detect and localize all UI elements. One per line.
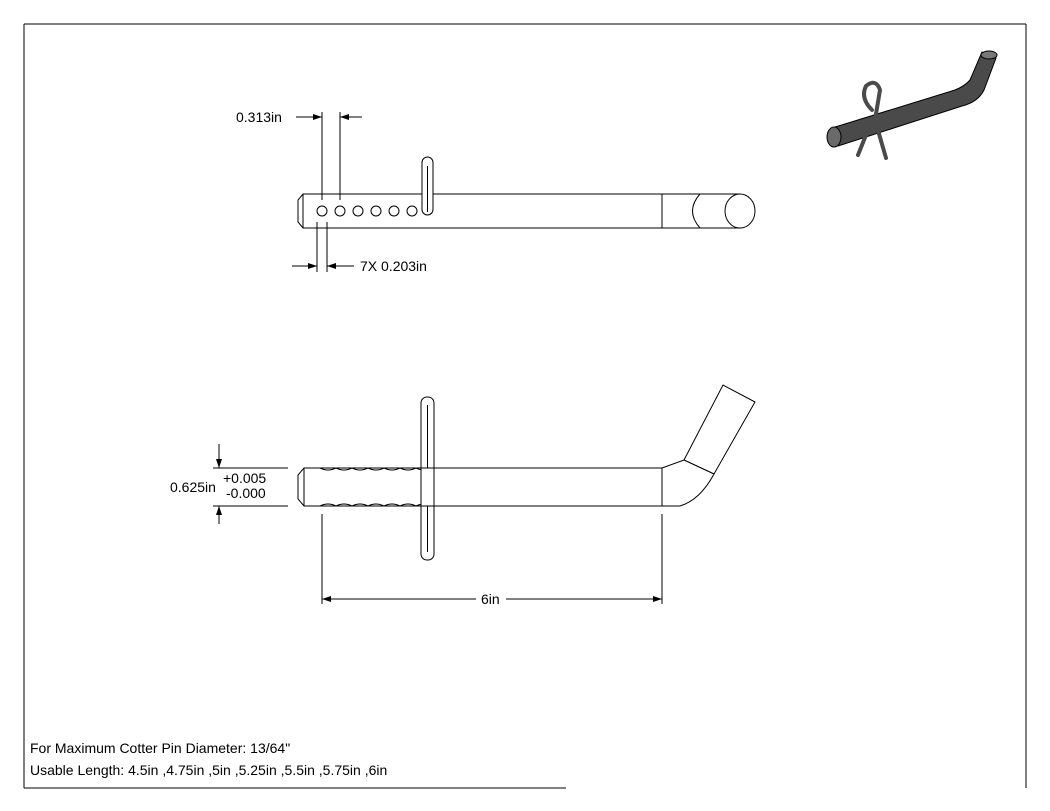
- pin-end-face: [724, 193, 756, 229]
- pin-bent-tube: [683, 384, 756, 475]
- dim-tolerance-upper: +0.005: [223, 470, 266, 486]
- iso-pin-tip: [826, 126, 842, 148]
- grip-knurl: [319, 467, 433, 471]
- dim-usable-length: 6in: [481, 591, 500, 607]
- hole-row: [316, 205, 418, 217]
- drawing-border: [23, 23, 1027, 789]
- dim-hole-spacing: 0.313in: [236, 109, 282, 125]
- pin-bend: [661, 459, 715, 507]
- hole: [316, 205, 328, 217]
- hole: [406, 205, 418, 217]
- hole: [352, 205, 364, 217]
- pin-shaft-top: [297, 193, 741, 229]
- dim-hole-diameter: 7X 0.203in: [360, 258, 427, 274]
- note-usable-lengths: Usable Length: 4.5in ,4.75in ,5in ,5.25i…: [30, 762, 388, 778]
- hole: [388, 205, 400, 217]
- iso-cotter-pin: [856, 80, 888, 160]
- hole: [334, 205, 346, 217]
- iso-pin-body: [831, 51, 997, 147]
- dim-pin-diameter: 0.625in: [170, 479, 216, 495]
- top-view: 0.313in 7X 0.203in: [236, 109, 756, 274]
- isometric-view: [826, 50, 998, 160]
- side-view: 0.625in +0.005 -0.000 6in: [170, 384, 756, 607]
- hole: [370, 205, 382, 217]
- dim-tolerance-lower: -0.000: [226, 485, 266, 501]
- note-cotter-pin: For Maximum Cotter Pin Diameter: 13/64": [30, 740, 291, 756]
